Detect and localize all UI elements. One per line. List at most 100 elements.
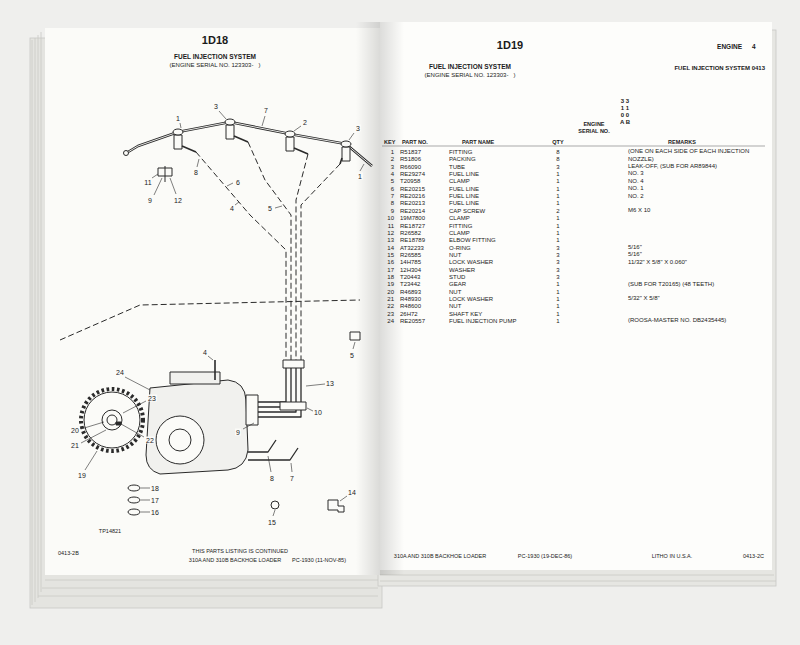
part-number: RE20213 (400, 200, 425, 207)
pump-hub (169, 429, 191, 451)
line-clamp (280, 402, 306, 410)
page-edge (35, 38, 36, 602)
quantity: 1 (556, 215, 559, 222)
callout-number: 15 (267, 519, 277, 526)
quantity: 1 (556, 303, 559, 310)
fuel-line (296, 154, 308, 362)
key-number: 1 (391, 149, 394, 156)
remark: NO. 3 (628, 170, 763, 177)
callout-number: 10 (313, 409, 323, 416)
washer (128, 485, 140, 491)
remark: LEAK-OFF, (SUB FOR AR89844) (628, 163, 763, 170)
key-number: 21 (387, 296, 394, 303)
right-page (380, 22, 772, 570)
quantity: 1 (556, 318, 559, 325)
callout-number: 17 (150, 497, 160, 504)
quantity: 2 (556, 207, 559, 214)
callout-number: 7 (289, 475, 295, 482)
part-name: FITTING (449, 149, 472, 156)
remark: (ONE ON EACH SIDE OF EACH INJECTION NOZZ… (628, 148, 763, 163)
callout-number: 23 (147, 395, 157, 402)
callout-number: 22 (145, 437, 155, 444)
part-name: FUEL LINE (449, 185, 479, 192)
callout-number: 12 (173, 197, 183, 204)
part-number: 19M7800 (400, 215, 425, 222)
leader-line (197, 159, 199, 167)
leader-line (154, 178, 162, 195)
part-name: FUEL LINE (449, 171, 479, 178)
injection-nozzle (286, 137, 294, 151)
part-name: NUT (449, 303, 461, 310)
callout-number: 1 (357, 173, 363, 180)
leader-line (125, 377, 150, 390)
leader-line (340, 496, 347, 501)
bracket-outline (60, 300, 360, 340)
fuel-system-drawing (60, 119, 372, 515)
callout-number: 7 (263, 107, 269, 114)
fitting (225, 119, 235, 125)
leader-line (262, 116, 265, 126)
part-number: 12H304 (400, 266, 421, 273)
left-page (45, 28, 380, 575)
callout-number: 8 (193, 169, 199, 176)
callout-number: 18 (150, 485, 160, 492)
page-sheet: 1D19FUEL INJECTION SYSTEM(ENGINE SERIAL … (380, 22, 772, 570)
remark: 5/16" (628, 244, 763, 251)
page-number: 1D19 (497, 39, 523, 52)
leader-line (123, 401, 146, 413)
page-footer: LITHO IN U.S.A. (652, 553, 693, 559)
part-name: GEAR (449, 281, 466, 288)
serial-code: A B (620, 119, 630, 126)
quantity: 3 (556, 266, 559, 273)
part-number: RE20214 (400, 207, 425, 214)
quantity: 8 (556, 149, 559, 156)
fitting (341, 141, 351, 147)
part-number: RE29274 (400, 171, 425, 178)
key-number: 12 (387, 229, 394, 236)
key-number: 24 (387, 318, 394, 325)
part-name: FUEL LINE (449, 193, 479, 200)
part-name: STUD (449, 273, 465, 280)
part-name: NUT (449, 251, 461, 258)
leader-line (227, 183, 233, 186)
callout-number: 11 (143, 179, 152, 186)
leader-line (85, 451, 97, 470)
quantity: 3 (556, 244, 559, 251)
leader-line (170, 178, 176, 194)
quantity: 1 (556, 222, 559, 229)
callout-number: 13 (325, 380, 335, 387)
remark: 11/32" X 5/8" X 0.060" (628, 259, 763, 266)
serial-range: (ENGINE SERIAL NO. 123303- ) (425, 72, 516, 79)
leader-line (294, 126, 301, 131)
page-number: 1D18 (202, 34, 228, 47)
quantity: 1 (556, 200, 559, 207)
part-name: TUBE (449, 163, 465, 170)
clamp (350, 332, 360, 340)
leader-line (307, 408, 313, 411)
o-ring (271, 501, 279, 509)
column-header: PART NO. (402, 139, 428, 145)
serial-code: 3 3 (621, 98, 629, 105)
quantity: 1 (556, 193, 559, 200)
part-number: RE20557 (400, 318, 425, 325)
key-number: 23 (387, 310, 394, 317)
quantity: 3 (556, 163, 559, 170)
serial-code: 1 1 (621, 105, 629, 112)
return-lines (248, 440, 298, 460)
part-number: R66090 (400, 163, 421, 170)
leader-line (219, 111, 226, 119)
fuel-line (301, 164, 340, 362)
key-number: 11 (388, 222, 394, 229)
key-number: 7 (391, 193, 394, 200)
washer (128, 509, 140, 515)
part-name: NUT (449, 288, 461, 295)
part-number: R26585 (400, 251, 421, 258)
remark: (ROOSA-MASTER NO. DB2435445) (628, 317, 763, 324)
column-header: SERIAL NO. (578, 128, 609, 134)
line-elbow (294, 148, 308, 154)
part-number: R48930 (400, 296, 421, 303)
column-header: ENGINE (583, 121, 604, 127)
page-edge (45, 580, 378, 581)
gear-hub (102, 410, 122, 430)
